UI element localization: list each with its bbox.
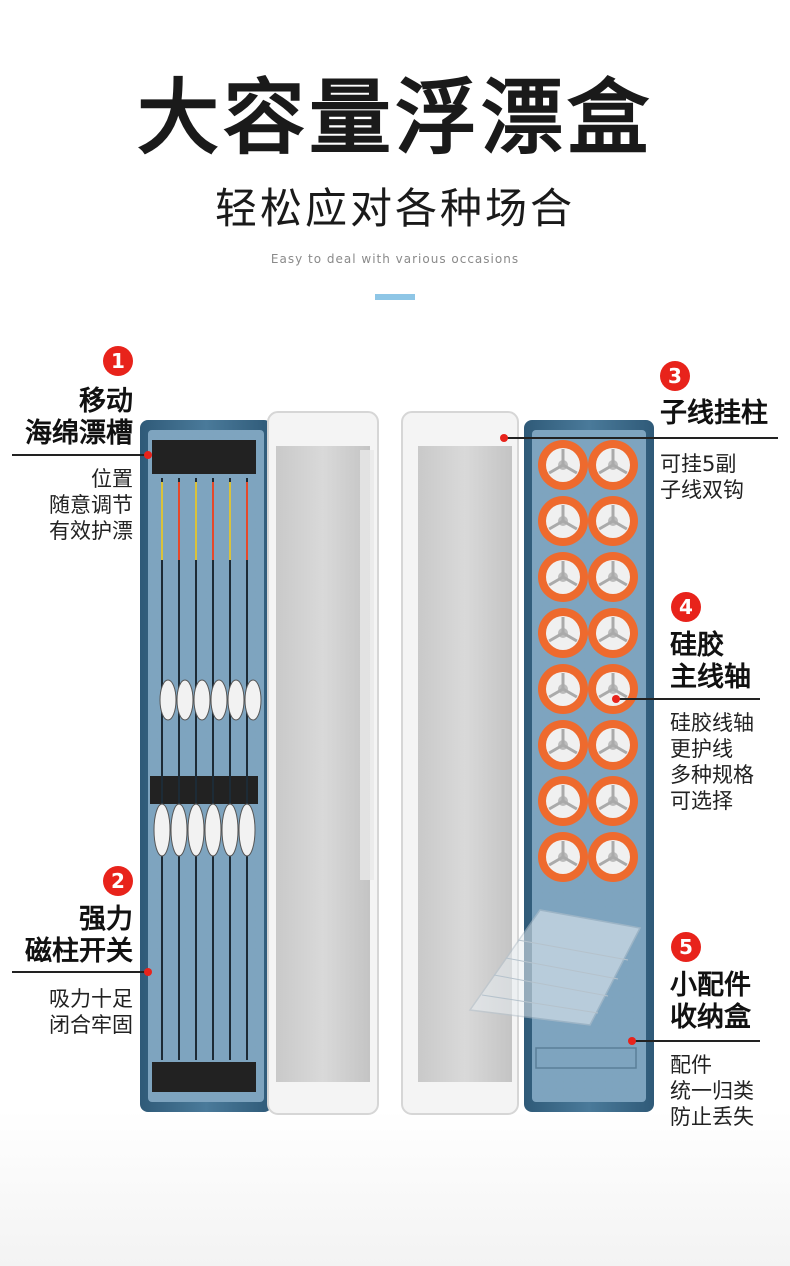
spool-spoke [548,575,564,587]
mid-sponge-slot [150,776,258,804]
callout-1-number: 1 [103,346,133,376]
spool-spoke [598,463,614,475]
spool-spoke [612,463,628,475]
right-blue-panel [468,420,654,1112]
spool-spoke [548,687,564,699]
float-body [204,803,222,857]
callout-4-title: 硅胶 主线轴 [670,630,751,693]
callout-3-title: 子线挂柱 [660,398,768,429]
callout-4-desc: 硅胶线轴 更护线 多种规格 可选择 [670,711,754,813]
spool-spoke [548,631,564,643]
left-white-lid [267,411,379,1115]
english-tagline: Easy to deal with various occasions [270,252,520,266]
spool-spoke [548,519,564,531]
spool-spoke [562,519,578,531]
accessory-box [468,909,642,1069]
float-body [244,679,262,721]
spool-spoke [612,855,628,867]
callout-5-title: 小配件 收纳盒 [670,970,751,1033]
spool-spoke [548,743,564,755]
spool-spoke [612,799,628,811]
callout-1-title: 移动 海绵漂槽 [25,386,133,449]
page-title: 大容量浮漂盒 [136,71,653,166]
callout-2-number: 2 [103,866,133,896]
spool-spoke [548,463,564,475]
callout-1-desc: 位置 随意调节 有效护漂 [49,467,133,543]
callout-1-line [12,454,148,456]
float-body [187,803,205,857]
left-blue-panel [140,420,272,1112]
spool-spoke [612,743,628,755]
spool-spoke [598,687,614,699]
spool-spoke [612,631,628,643]
spool-spoke [598,519,614,531]
callout-5-desc: 配件 统一归类 防止丢失 [670,1053,754,1129]
callout-3-number: 3 [660,361,690,391]
float-body [227,679,245,721]
spool-spoke [562,687,578,699]
spool-spoke [612,519,628,531]
spool-spoke [562,575,578,587]
spool-spoke [562,463,578,475]
top-sponge-slot [152,440,256,474]
callout-2-desc: 吸力十足 闭合牢固 [49,987,133,1037]
spool-spoke [548,855,564,867]
float-body [153,803,171,857]
callout-1-dot [144,451,152,459]
callout-3-desc: 可挂5副 子线双钩 [660,452,744,502]
callout-3-dot [500,434,508,442]
floor-shadow [0,1110,790,1266]
callout-4-number: 4 [671,592,701,622]
float-body [193,679,211,721]
callout-5-dot [628,1037,636,1045]
callout-5-number: 5 [671,932,701,962]
accent-bar [375,294,415,300]
spool-spoke [562,855,578,867]
spool-spoke [562,631,578,643]
spool-spoke [598,799,614,811]
float-body [221,803,239,857]
callout-2-line [12,971,148,973]
float-body [210,679,228,721]
spool-spoke [598,743,614,755]
spool-spoke [598,631,614,643]
spool-spoke [548,799,564,811]
callout-5-line [634,1040,760,1042]
spool-spoke [612,575,628,587]
float-body [176,679,194,721]
spool-spoke [562,799,578,811]
spool-spoke [598,575,614,587]
bottom-sponge-slot [152,1062,256,1092]
float-body [238,803,256,857]
callout-3-line [506,437,778,439]
spool-spoke [562,743,578,755]
float-body [170,803,188,857]
spool-spoke [612,687,628,699]
spool-spoke [598,855,614,867]
callout-2-title: 强力 磁柱开关 [25,904,133,967]
page-subtitle: 轻松应对各种场合 [214,184,575,233]
callout-4-dot [612,695,620,703]
callout-2-dot [144,968,152,976]
callout-4-line [618,698,760,700]
float-body [159,679,177,721]
